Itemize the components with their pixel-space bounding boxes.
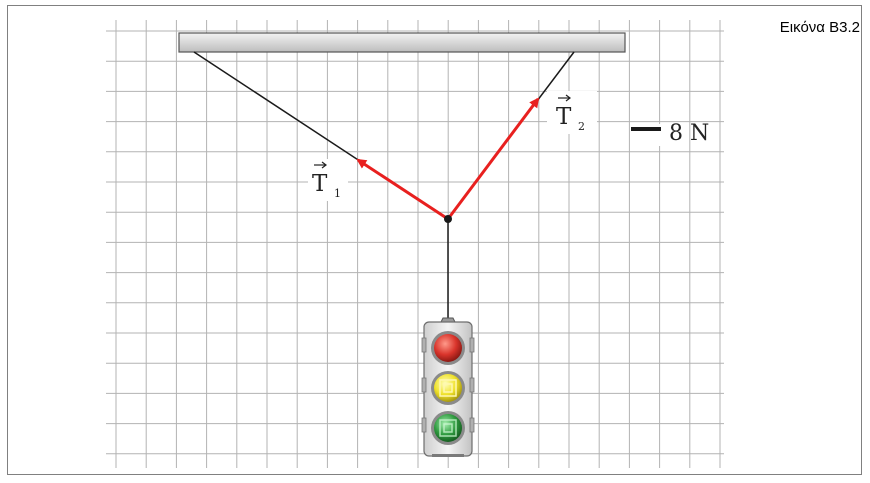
tension-2-label: T 2 xyxy=(547,91,597,134)
green-light-icon xyxy=(434,414,462,442)
yellow-light-icon xyxy=(434,374,462,402)
vector-arrow-icon xyxy=(314,161,327,169)
red-light-icon xyxy=(434,334,462,362)
traffic-light-icon xyxy=(421,317,475,457)
tension-1-arrow xyxy=(356,158,449,221)
scale-value: 8 N xyxy=(669,121,709,146)
figure-caption: Εικόνα Β3.2 xyxy=(779,19,860,36)
tension-1-subscript: 1 xyxy=(334,187,341,200)
tension-2-subscript: 2 xyxy=(578,120,585,133)
knot-point-icon xyxy=(444,215,452,223)
tension-1-label: T 1 xyxy=(308,159,348,201)
tension-2-symbol: T xyxy=(556,104,572,130)
grid xyxy=(106,20,724,468)
vector-arrow-icon xyxy=(558,94,571,102)
beam xyxy=(178,32,626,53)
scale-indicator: 8 N xyxy=(631,121,709,146)
tension-2-arrow xyxy=(446,97,540,220)
tension-1-symbol: T xyxy=(312,171,328,197)
